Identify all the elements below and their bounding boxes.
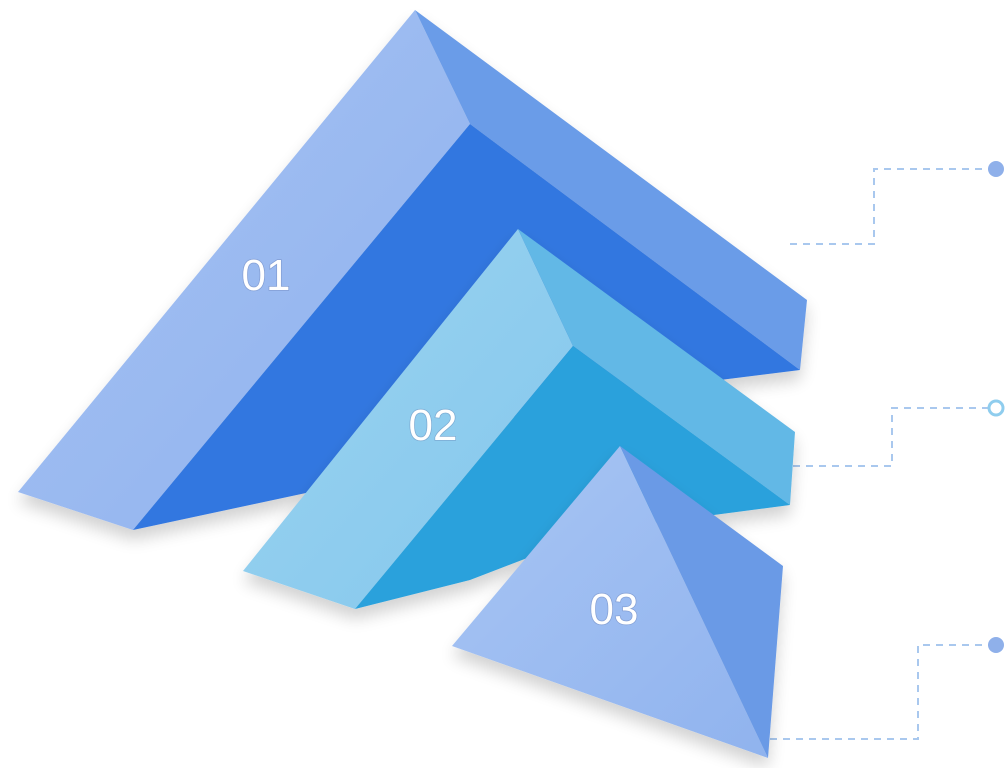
connector-lines [770, 168, 990, 740]
layer-02: 02 [243, 229, 795, 609]
layer-03: 03 [452, 446, 783, 758]
layer-02-front-face [355, 346, 790, 609]
layer-03-left-face [452, 446, 768, 758]
connector-line-01 [790, 168, 990, 245]
layer-02-label: 02 [409, 401, 458, 450]
layer-03-label: 03 [590, 585, 639, 634]
connector-dot-01 [988, 161, 1004, 177]
layer-01-label: 01 [242, 251, 291, 300]
layer-01-right-face [415, 10, 807, 370]
layer-02-left-face [243, 229, 573, 609]
connector-dot-02 [987, 399, 1005, 417]
layer-03-right-face [620, 446, 783, 758]
connector-line-02 [793, 407, 988, 467]
layer-01-left-face [18, 10, 470, 530]
connector-line-03 [770, 644, 990, 740]
connector-dot-03 [988, 637, 1004, 653]
layer-02-right-face [518, 229, 795, 505]
connector-dots [987, 161, 1005, 653]
